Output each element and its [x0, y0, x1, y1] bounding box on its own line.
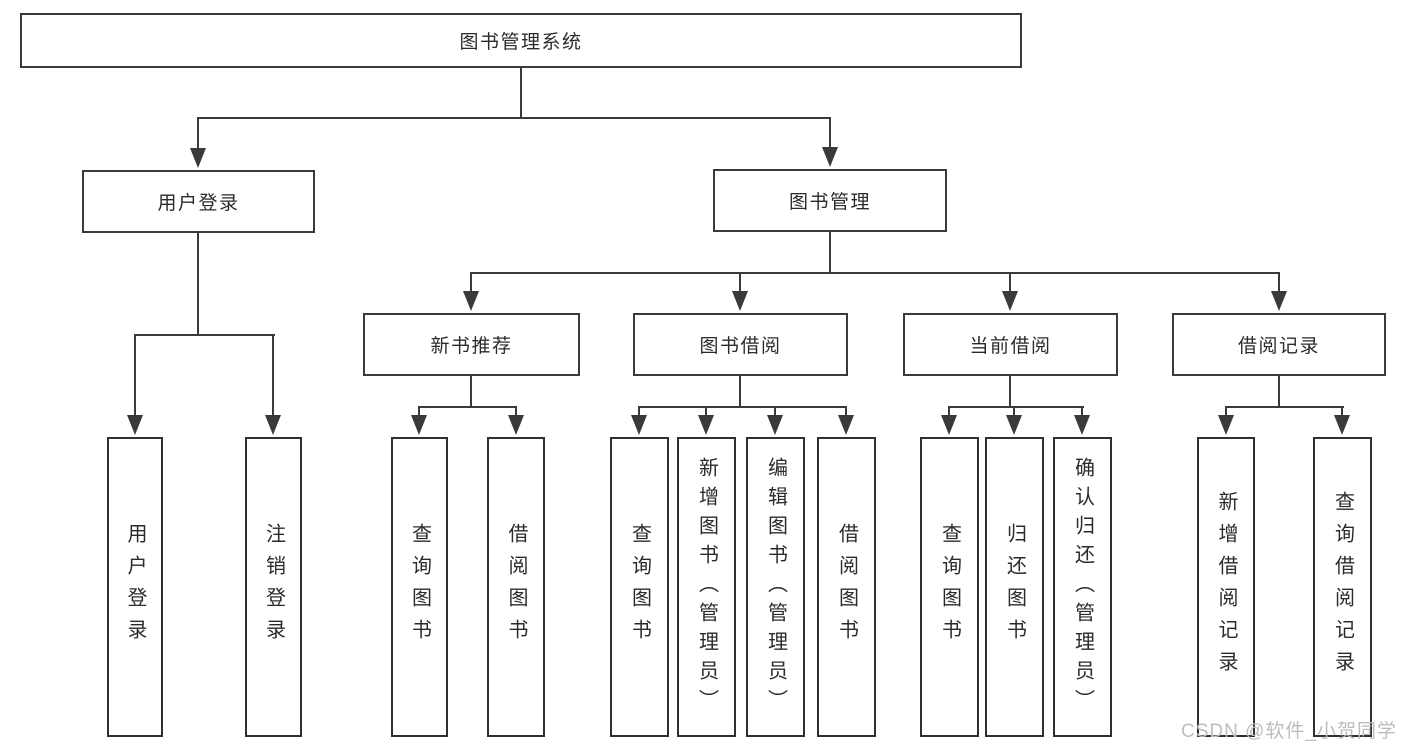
- node-borrow-books-recommend: 借阅图书: [487, 437, 545, 737]
- node-confirm-return-admin: 确认归还（管理员）: [1053, 437, 1112, 737]
- node-label: 查询借阅记录: [1331, 491, 1354, 683]
- connector-line: [134, 334, 275, 336]
- node-search-books-current: 查询图书: [920, 437, 979, 737]
- connector-line: [829, 232, 831, 274]
- connector-line: [418, 406, 517, 408]
- arrow-down-icon: [838, 415, 854, 435]
- node-label: 查询图书: [408, 523, 431, 651]
- node-book-borrowing: 图书借阅: [633, 313, 848, 376]
- node-user-login-action: 用户登录: [107, 437, 163, 737]
- connector-line: [1225, 406, 1227, 417]
- arrow-down-icon: [1006, 415, 1022, 435]
- connector-line: [638, 406, 847, 408]
- node-label: 查询图书: [938, 523, 961, 651]
- node-label: 图书管理系统: [459, 32, 583, 53]
- node-current-borrowing: 当前借阅: [903, 313, 1118, 376]
- node-search-books-recommend: 查询图书: [391, 437, 448, 737]
- connector-line: [470, 272, 1280, 274]
- connector-line: [1278, 376, 1280, 408]
- connector-line: [1081, 406, 1083, 417]
- node-add-borrow-record: 新增借阅记录: [1197, 437, 1255, 737]
- arrow-down-icon: [265, 415, 281, 435]
- node-label: 确认归还（管理员）: [1071, 456, 1094, 718]
- node-user-login: 用户登录: [82, 170, 315, 233]
- connector-line: [1009, 376, 1011, 408]
- arrow-down-icon: [1218, 415, 1234, 435]
- connector-line: [1009, 272, 1011, 293]
- arrow-down-icon: [1002, 291, 1018, 311]
- node-label: 新增图书（管理员）: [695, 456, 718, 718]
- node-label: 图书借阅: [699, 336, 782, 357]
- node-label: 注销登录: [262, 523, 285, 651]
- connector-line: [197, 233, 199, 336]
- node-label: 编辑图书（管理员）: [764, 456, 787, 718]
- node-borrow-books-borrowing: 借阅图书: [817, 437, 876, 737]
- connector-line: [520, 68, 522, 119]
- node-label: 借阅图书: [835, 523, 858, 651]
- arrow-down-icon: [127, 415, 143, 435]
- node-label: 归还图书: [1003, 523, 1026, 651]
- connector-line: [1225, 406, 1344, 408]
- node-search-books-borrowing: 查询图书: [610, 437, 669, 737]
- arrow-down-icon: [822, 147, 838, 167]
- connector-line: [134, 334, 136, 417]
- node-book-management: 图书管理: [713, 169, 947, 232]
- arrow-down-icon: [631, 415, 647, 435]
- arrow-down-icon: [941, 415, 957, 435]
- arrow-down-icon: [1334, 415, 1350, 435]
- arrow-down-icon: [698, 415, 714, 435]
- node-logout-action: 注销登录: [245, 437, 302, 737]
- connector-line: [829, 117, 831, 149]
- arrow-down-icon: [508, 415, 524, 435]
- node-label: 新增借阅记录: [1215, 491, 1237, 683]
- node-new-book-recommend: 新书推荐: [363, 313, 580, 376]
- node-label: 借阅图书: [505, 523, 527, 651]
- csdn-watermark: CSDN @软件_小贺同学: [1181, 721, 1397, 742]
- connector-line: [515, 406, 517, 417]
- arrow-down-icon: [732, 291, 748, 311]
- connector-line: [739, 376, 741, 408]
- connector-line: [845, 406, 847, 417]
- node-library-management-system: 图书管理系统: [20, 13, 1022, 68]
- node-label: 用户登录: [157, 193, 240, 214]
- connector-line: [197, 117, 199, 150]
- connector-line: [1278, 272, 1280, 293]
- node-add-books-admin: 新增图书（管理员）: [677, 437, 736, 737]
- connector-line: [948, 406, 1084, 408]
- connector-line: [272, 334, 274, 417]
- node-label: 图书管理: [788, 192, 871, 213]
- connector-line: [418, 406, 420, 417]
- connector-line: [1013, 406, 1015, 417]
- connector-line: [774, 406, 776, 417]
- connector-line: [470, 272, 472, 293]
- connector-line: [638, 406, 640, 417]
- node-label: 当前借阅: [969, 336, 1052, 357]
- node-label: 借阅记录: [1237, 336, 1320, 357]
- node-label: 用户登录: [124, 523, 146, 651]
- arrow-down-icon: [411, 415, 427, 435]
- node-return-books: 归还图书: [985, 437, 1044, 737]
- connector-line: [1341, 406, 1343, 417]
- arrow-down-icon: [1271, 291, 1287, 311]
- arrow-down-icon: [463, 291, 479, 311]
- connector-line: [948, 406, 950, 417]
- arrow-down-icon: [1074, 415, 1090, 435]
- connector-line: [705, 406, 707, 417]
- connector-line: [739, 272, 741, 293]
- arrow-down-icon: [190, 148, 206, 168]
- node-search-borrow-record: 查询借阅记录: [1313, 437, 1372, 737]
- connector-line: [470, 376, 472, 408]
- node-label: 新书推荐: [430, 336, 513, 357]
- node-label: 查询图书: [628, 523, 651, 651]
- node-edit-books-admin: 编辑图书（管理员）: [746, 437, 805, 737]
- connector-line: [197, 117, 831, 119]
- node-borrowing-records: 借阅记录: [1172, 313, 1386, 376]
- arrow-down-icon: [767, 415, 783, 435]
